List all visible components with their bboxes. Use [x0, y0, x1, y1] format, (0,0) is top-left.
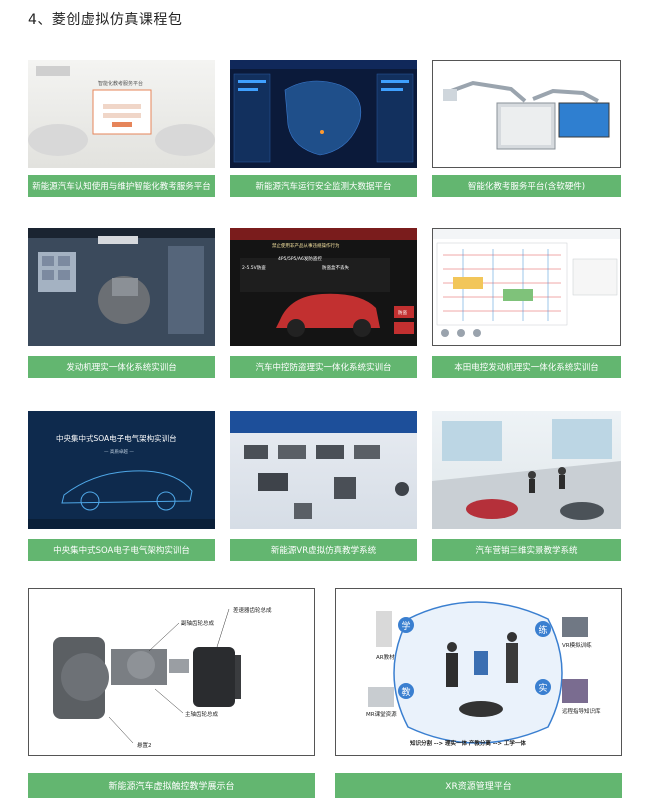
- card-safety-monitoring[interactable]: 新能源汽车运行安全监测大数据平台: [230, 60, 417, 197]
- screen-subtitle: — 高质卓越 —: [104, 450, 134, 455]
- label-vr-training: VR模拟训练: [562, 643, 592, 649]
- card-caption: 新能源汽车虚拟触控教学展示台: [28, 773, 315, 798]
- card-image: [230, 60, 417, 168]
- card-caption: 新能源VR虚拟仿真教学系统: [230, 539, 417, 561]
- card-teaching-platform-hardware[interactable]: 智能化教考服务平台(含软硬件): [432, 60, 621, 197]
- card-auto-marketing-3d[interactable]: 汽车营销三维实景教学系统: [432, 411, 621, 561]
- screen-item-2: 4P5/5P5/A6发防盗控: [278, 257, 322, 262]
- screen-illustration: [28, 66, 215, 156]
- screen-banner: 禁止使用非产品从事违规操作行为: [272, 244, 340, 249]
- gearbox-illustration: [53, 608, 241, 744]
- label-differential-gear: 差速器齿轮总成: [233, 608, 272, 614]
- card-caption: XR资源管理平台: [335, 773, 622, 798]
- card-caption: 新能源汽车认知使用与维护智能化教考服务平台: [28, 175, 215, 197]
- card-xr-resource-platform[interactable]: 学 练 教 实 AR教材 VR模拟训练 MR课堂资源 远程指导知识库 知识分割 …: [335, 588, 622, 798]
- circle-char-apply: 实: [535, 679, 551, 695]
- screen-item-1: 2-5.5V防盗: [242, 266, 266, 271]
- card-image: 学 练 教 实 AR教材 VR模拟训练 MR课堂资源 远程指导知识库 知识分割 …: [335, 588, 622, 756]
- screen-item-4: 防盗: [398, 311, 407, 316]
- soa-screen-illustration: [28, 470, 215, 529]
- card-image: [432, 60, 621, 168]
- card-ev-vr-system[interactable]: 新能源VR虚拟仿真教学系统: [230, 411, 417, 561]
- card-soa-ee-training[interactable]: 中央集中式SOA电子电气架构实训台 — 高质卓越 — 中央集中式SOA电子电气架…: [28, 411, 215, 561]
- label-ar-textbook: AR教材: [376, 655, 395, 661]
- hardware-illustration: [443, 80, 610, 150]
- label-mainshaft-gear: 主轴齿轮总成: [185, 712, 219, 718]
- card-caption: 智能化教考服务平台(含软硬件): [432, 175, 621, 197]
- card-caption: 中央集中式SOA电子电气架构实训台: [28, 539, 215, 561]
- vr-parts-illustration: [230, 411, 417, 519]
- showroom-illustration: [432, 419, 621, 529]
- label-mr-classroom: MR课堂资源: [366, 712, 397, 718]
- circle-char-teach: 教: [398, 683, 414, 699]
- screen-item-3: 防盗盒不丢失: [322, 266, 349, 271]
- card-image: 中央集中式SOA电子电气架构实训台 — 高质卓越 —: [28, 411, 215, 529]
- car-screen-illustration: [230, 228, 417, 337]
- card-caption: 本田电控发动机理实一体化系统实训台: [432, 356, 621, 378]
- card-image: 禁止使用非产品从事违规操作行为 2-5.5V防盗 4P5/5P5/A6发防盗控 …: [230, 228, 417, 346]
- card-honda-engine-training[interactable]: 本田电控发动机理实一体化系统实训台: [432, 228, 621, 378]
- card-image: 差速器齿轮总成 副轴齿轮总成 主轴齿轮总成 悬置2: [28, 588, 315, 756]
- screen-title: 智能化教考服务平台: [98, 81, 144, 87]
- page-title: 4、菱创虚拟仿真课程包: [28, 12, 183, 28]
- card-image: 智能化教考服务平台: [28, 60, 215, 168]
- card-image: [432, 411, 621, 529]
- card-image: [28, 228, 215, 346]
- card-caption: 汽车中控防盗理实一体化系统实训台: [230, 356, 417, 378]
- card-caption: 汽车营销三维实景教学系统: [432, 539, 621, 561]
- dashboard-illustration: [230, 60, 417, 163]
- card-image: [432, 228, 621, 346]
- label-remote-guidance: 远程指导知识库: [562, 709, 601, 715]
- engine-illustration: [28, 228, 215, 334]
- label-flow: 知识分割 --> 理实一体 产教分离 --> 工学一体: [410, 741, 526, 747]
- card-ev-touch-display[interactable]: 差速器齿轮总成 副轴齿轮总成 主轴齿轮总成 悬置2 新能源汽车虚拟触控教学展示台: [28, 588, 315, 798]
- xr-illustration: [368, 601, 588, 744]
- label-countershaft-gear: 副轴齿轮总成: [181, 621, 215, 627]
- wiring-diagram-illustration: [433, 229, 620, 337]
- label-mount: 悬置2: [137, 743, 152, 749]
- card-engine-training[interactable]: 发动机理实一体化系统实训台: [28, 228, 215, 378]
- circle-char-practice: 练: [535, 621, 551, 637]
- card-anti-theft-training[interactable]: 禁止使用非产品从事违规操作行为 2-5.5V防盗 4P5/5P5/A6发防盗控 …: [230, 228, 417, 378]
- card-image: [230, 411, 417, 529]
- card-caption: 新能源汽车运行安全监测大数据平台: [230, 175, 417, 197]
- card-ev-cognition-platform[interactable]: 智能化教考服务平台 新能源汽车认知使用与维护智能化教考服务平台: [28, 60, 215, 197]
- screen-title: 中央集中式SOA电子电气架构实训台: [56, 434, 177, 443]
- card-caption: 发动机理实一体化系统实训台: [28, 356, 215, 378]
- circle-char-learn: 学: [398, 617, 414, 633]
